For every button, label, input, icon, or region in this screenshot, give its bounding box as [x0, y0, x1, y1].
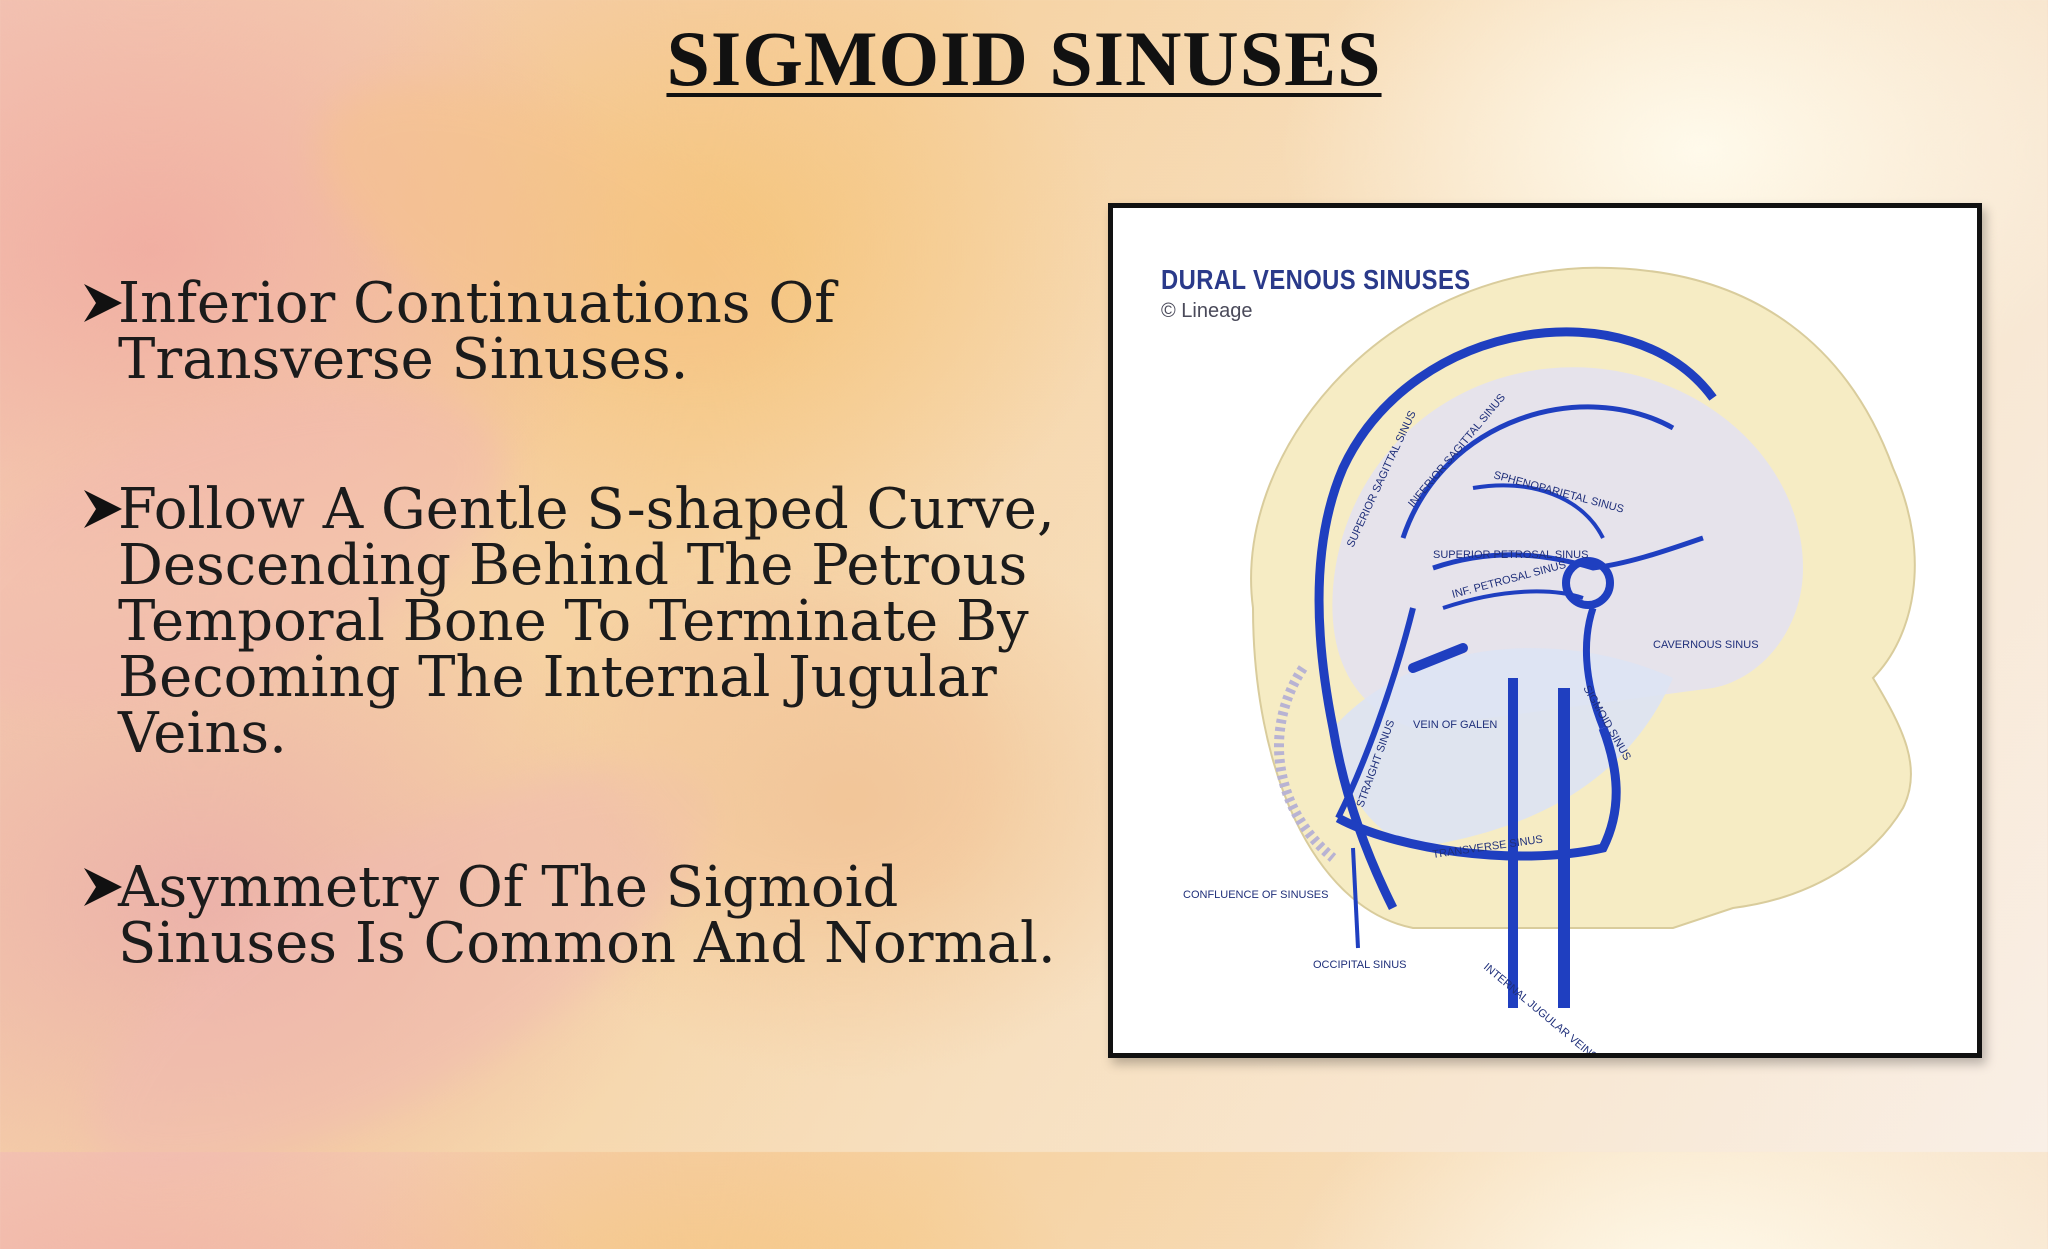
figure-title: DURAL VENOUS SINUSES [1161, 264, 1471, 295]
slide-title-text: SIGMOID SINUSES [666, 15, 1382, 102]
bullet-item: Follow A Gentle S-shaped Curve, Descendi… [80, 482, 1080, 762]
label-occipital: OCCIPITAL SINUS [1313, 959, 1407, 971]
label-superior-petrosal: SUPERIOR PETROSAL SINUS [1433, 549, 1588, 561]
arrow-bullet-icon [84, 490, 122, 528]
sigmoid-sinus [1582, 606, 1607, 730]
slide-title: SIGMOID SINUSES [0, 14, 2048, 104]
straight-sinus [1335, 607, 1416, 820]
bullet-item: Asymmetry Of The Sigmoid Sinuses Is Comm… [80, 860, 1080, 972]
label-cavernous: CAVERNOUS SINUS [1653, 639, 1759, 651]
label-vein-of-galen: VEIN OF GALEN [1413, 719, 1497, 731]
inferior-sagittal-sinus [1400, 404, 1675, 539]
internal-jugular-vein-left [1508, 678, 1518, 1008]
bullet-text: Inferior Continuations Of Transverse Sin… [118, 271, 835, 392]
arrow-bullet-icon [84, 868, 122, 906]
internal-jugular-vein-right [1558, 688, 1570, 1008]
skull-illustration: SUPERIOR SAGITTAL SINUS INFERIOR SAGITTA… [1183, 266, 1916, 1053]
figure-credit: © Lineage [1161, 300, 1253, 322]
bullet-text: Asymmetry Of The Sigmoid Sinuses Is Comm… [118, 855, 1056, 976]
label-confluence: CONFLUENCE OF SINUSES [1183, 889, 1328, 901]
bullet-item: Inferior Continuations Of Transverse Sin… [80, 276, 1080, 388]
transverse-sinus [1335, 726, 1621, 861]
bullet-text: Follow A Gentle S-shaped Curve, Descendi… [118, 477, 1055, 766]
dural-sinuses-figure: SUPERIOR SAGITTAL SINUS INFERIOR SAGITTA… [1108, 203, 1982, 1058]
arrow-bullet-icon [84, 284, 122, 322]
label-internal-jugular: INTERNAL JUGULAR VEINS [1481, 961, 1599, 1053]
